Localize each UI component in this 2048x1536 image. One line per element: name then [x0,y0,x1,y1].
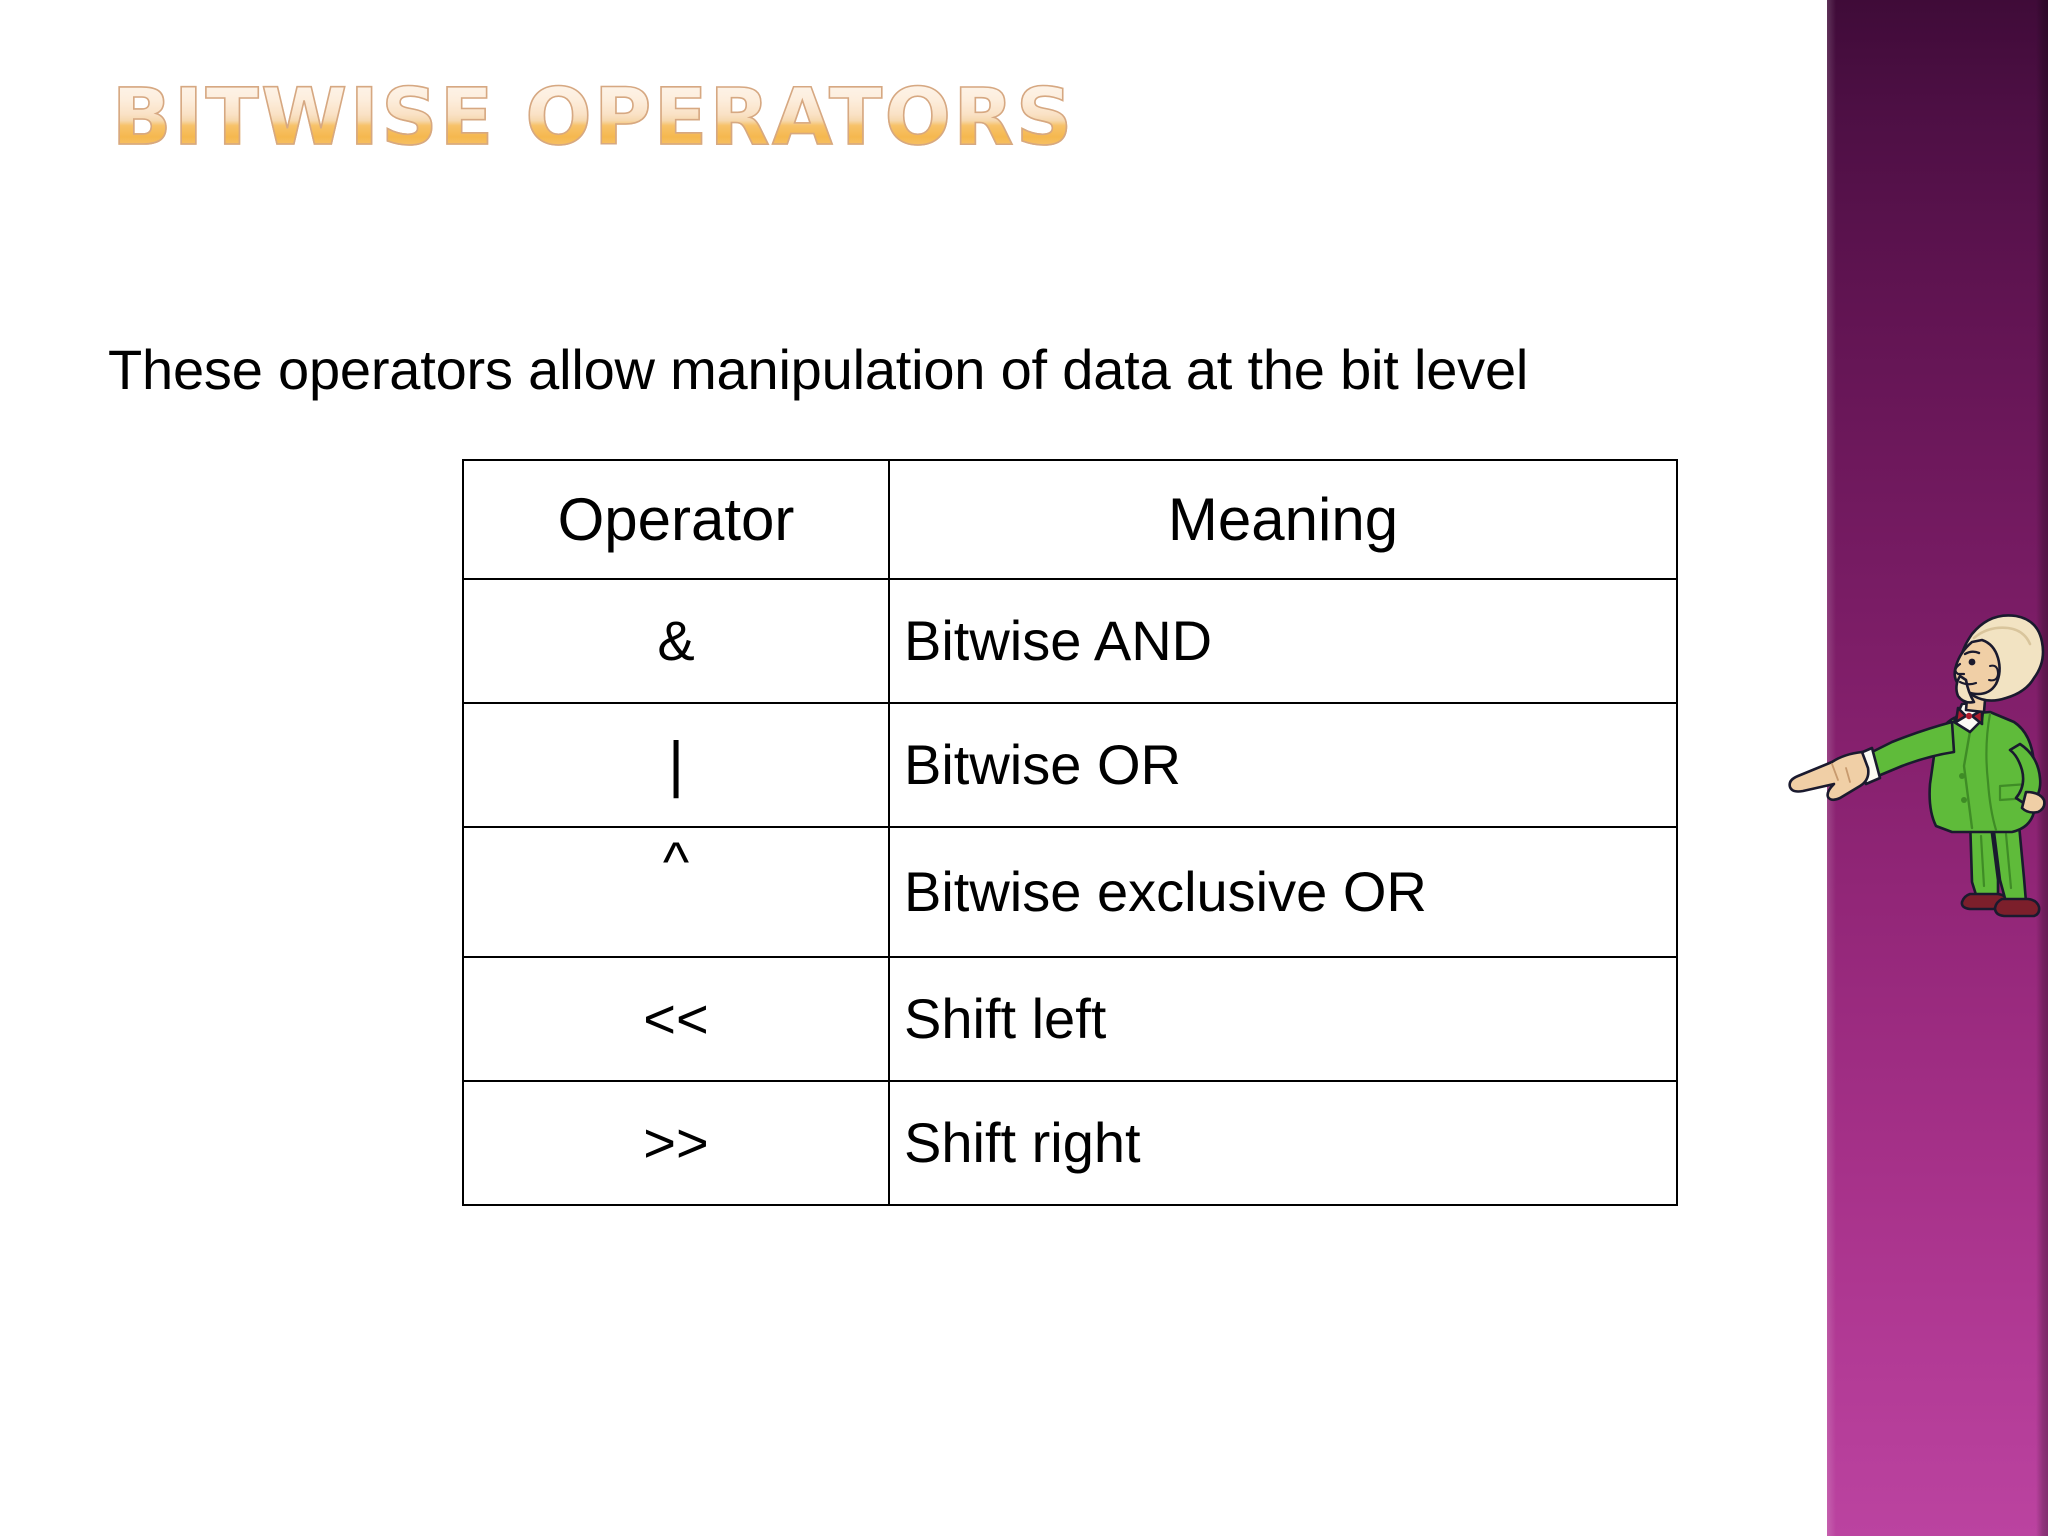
cell-meaning: Shift left [888,956,1678,1082]
table-header-row: Operator Meaning [462,459,1678,580]
operators-table: Operator Meaning & Bitwise AND | Bitwise… [462,459,1678,1206]
table-row: << Shift left [462,956,1678,1082]
column-header-meaning: Meaning [888,459,1678,580]
band-inner-highlight [1827,0,1836,1536]
page-title: Bitwise Operators [111,73,1075,163]
operators-table-container: Operator Meaning & Bitwise AND | Bitwise… [462,459,1678,1206]
cell-meaning: Bitwise exclusive OR [888,826,1678,958]
table-row: | Bitwise OR [462,702,1678,828]
cell-operator: >> [462,1080,890,1206]
band-outer-shadow [2036,0,2048,1536]
cell-operator: | [462,702,890,828]
table-row: ^ Bitwise exclusive OR [462,826,1678,958]
cell-operator: ^ [462,826,890,958]
cell-operator: << [462,956,890,1082]
cell-operator: & [462,578,890,704]
cell-meaning: Bitwise AND [888,578,1678,704]
column-header-operator: Operator [462,459,890,580]
cell-meaning: Bitwise OR [888,702,1678,828]
decorative-purple-band [1827,0,2048,1536]
table-row: >> Shift right [462,1080,1678,1206]
lead-paragraph: These operators allow manipulation of da… [108,338,1529,401]
table-row: & Bitwise AND [462,578,1678,704]
cell-meaning: Shift right [888,1080,1678,1206]
